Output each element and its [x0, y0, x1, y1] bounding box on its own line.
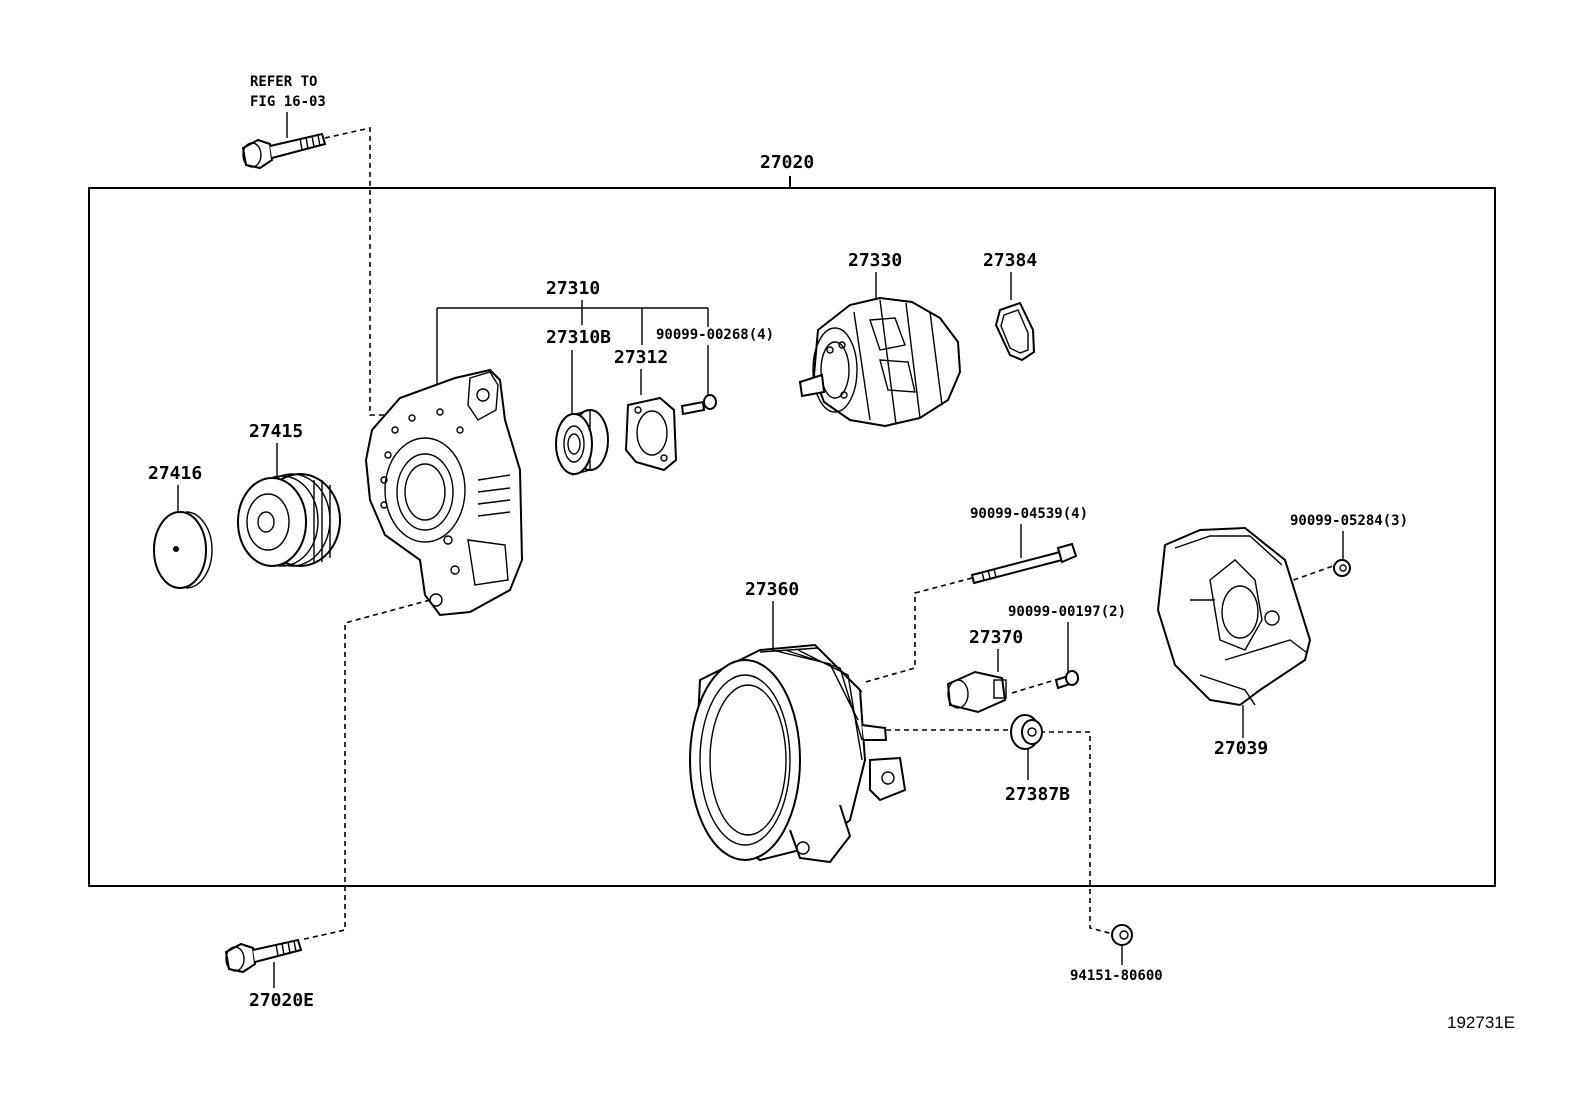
drive-end-bearing [555, 409, 609, 476]
label-90099-05284: 90099-05284(3) [1290, 513, 1408, 529]
refer-note-line2: FIG 16-03 [250, 94, 326, 110]
terminal-insulator [946, 670, 1007, 714]
label-27415: 27415 [249, 421, 303, 442]
label-27310: 27310 [546, 278, 600, 299]
label-27039: 27039 [1214, 738, 1268, 759]
rectifier-end-frame [689, 643, 907, 864]
label-27387B: 27387B [1005, 784, 1070, 805]
bearing-retainer-plate [624, 396, 678, 472]
mounting-bolt-top [241, 132, 327, 170]
assembly-boundary-box [88, 187, 1496, 887]
label-94151-80600: 94151-80600 [1070, 968, 1163, 984]
label-27384: 27384 [983, 250, 1037, 271]
terminal-bushing [1010, 714, 1043, 750]
retainer-screw [680, 394, 717, 416]
leader-lines [177, 112, 1344, 988]
label-90099-00197: 90099-00197(2) [1008, 604, 1126, 620]
rotor-assembly [798, 296, 962, 428]
label-27310B: 27310B [546, 327, 611, 348]
label-27416: 27416 [148, 463, 202, 484]
refer-note-line1: REFER TO [250, 74, 317, 90]
insulator-screw [1054, 670, 1079, 690]
rear-end-cover [1156, 526, 1312, 707]
label-27360: 27360 [745, 579, 799, 600]
cover-nut [1333, 559, 1351, 577]
rotor-spacer-ring [994, 301, 1036, 362]
figure-id: 192731E [1447, 1013, 1515, 1032]
alternator-pulley [237, 473, 341, 567]
label-90099-00268: 90099-00268(4) [656, 327, 774, 343]
label-27312: 27312 [614, 347, 668, 368]
label-27330: 27330 [848, 250, 902, 271]
mounting-bolt-bottom [224, 938, 303, 974]
label-27020: 27020 [760, 152, 814, 173]
terminal-nut [1111, 924, 1133, 946]
label-90099-04539: 90099-04539(4) [970, 506, 1088, 522]
label-27020E: 27020E [249, 990, 314, 1011]
through-bolt [970, 542, 1078, 585]
pulley-cap [153, 511, 213, 589]
label-27370: 27370 [969, 627, 1023, 648]
drive-end-frame [364, 368, 524, 617]
